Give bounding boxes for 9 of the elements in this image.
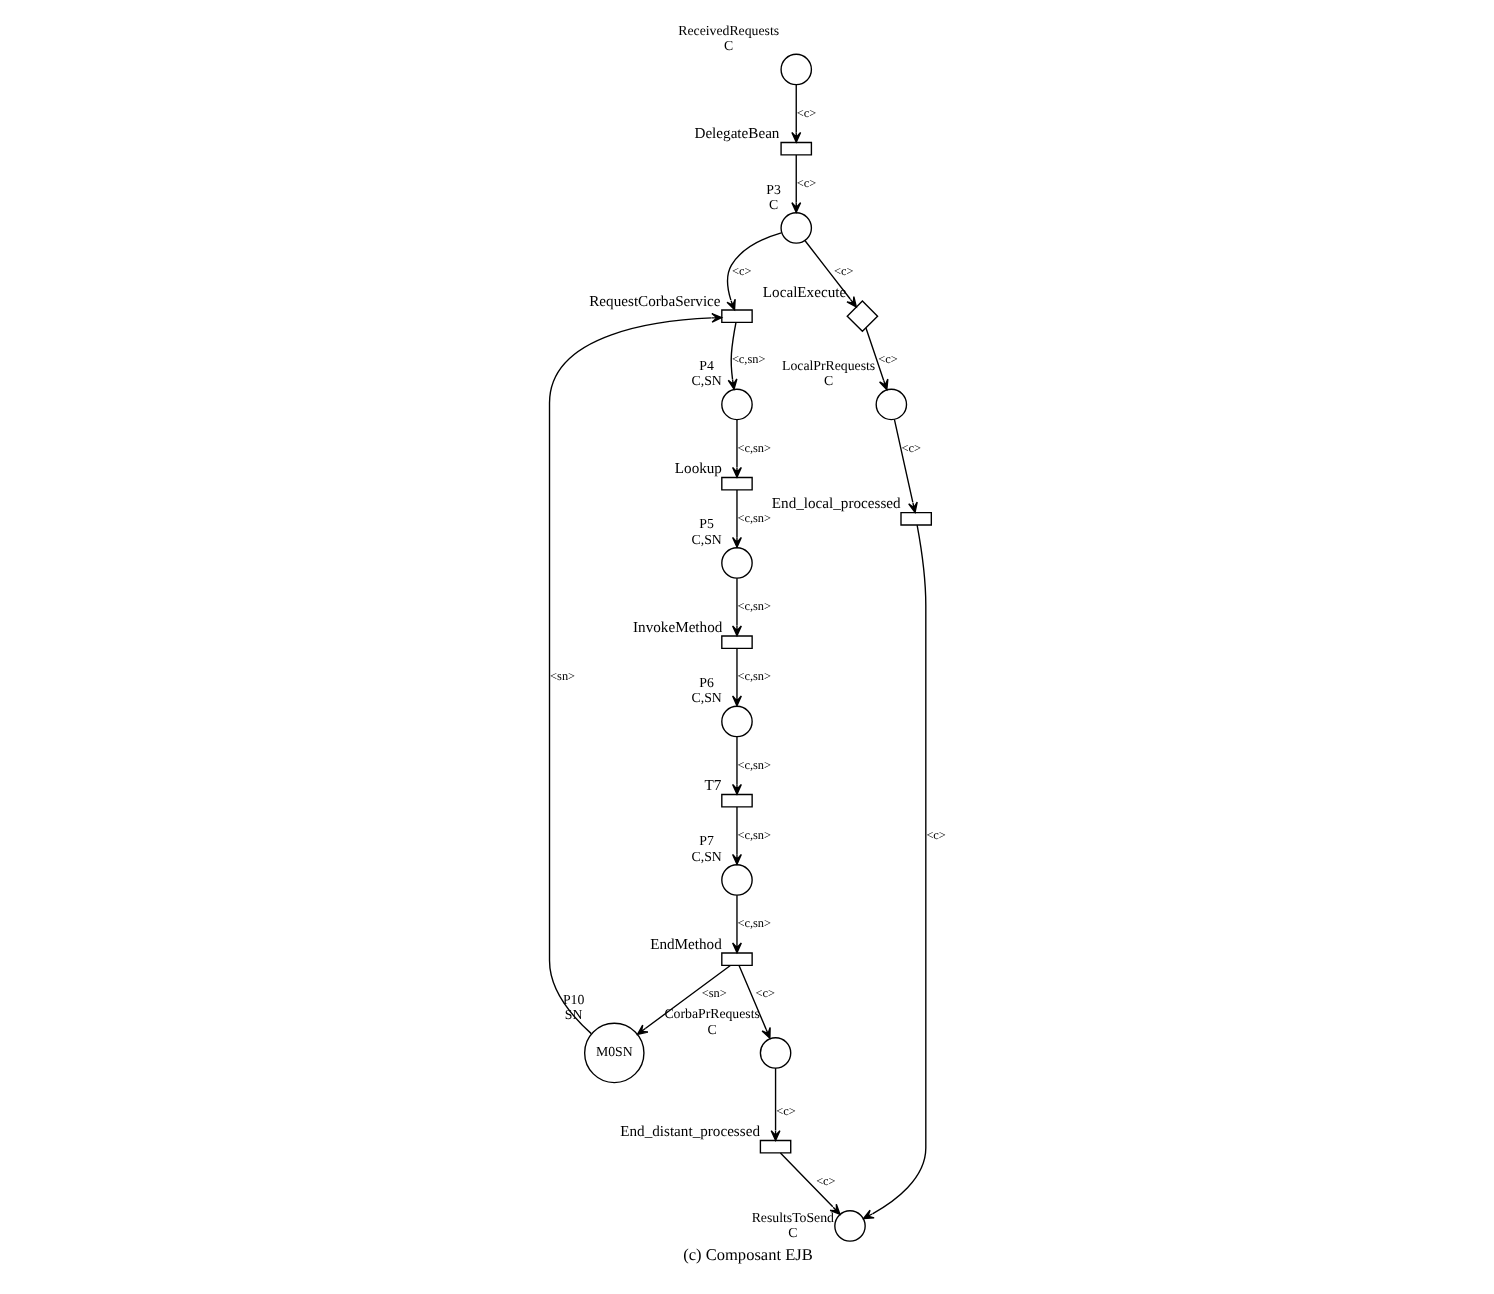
node-label: EndMethod — [649, 934, 721, 953]
node-label: Lookup — [673, 459, 721, 478]
node-label: DelegateBean — [693, 124, 779, 143]
node-label: T7 — [703, 776, 721, 795]
node-label: End_distant_processed — [619, 1122, 759, 1141]
node-label: End_local_processed — [770, 494, 900, 513]
node-label: LocalExecute — [761, 282, 846, 301]
node-label: RequestCorbaService — [588, 291, 720, 310]
node-label: InvokeMethod — [632, 617, 722, 636]
